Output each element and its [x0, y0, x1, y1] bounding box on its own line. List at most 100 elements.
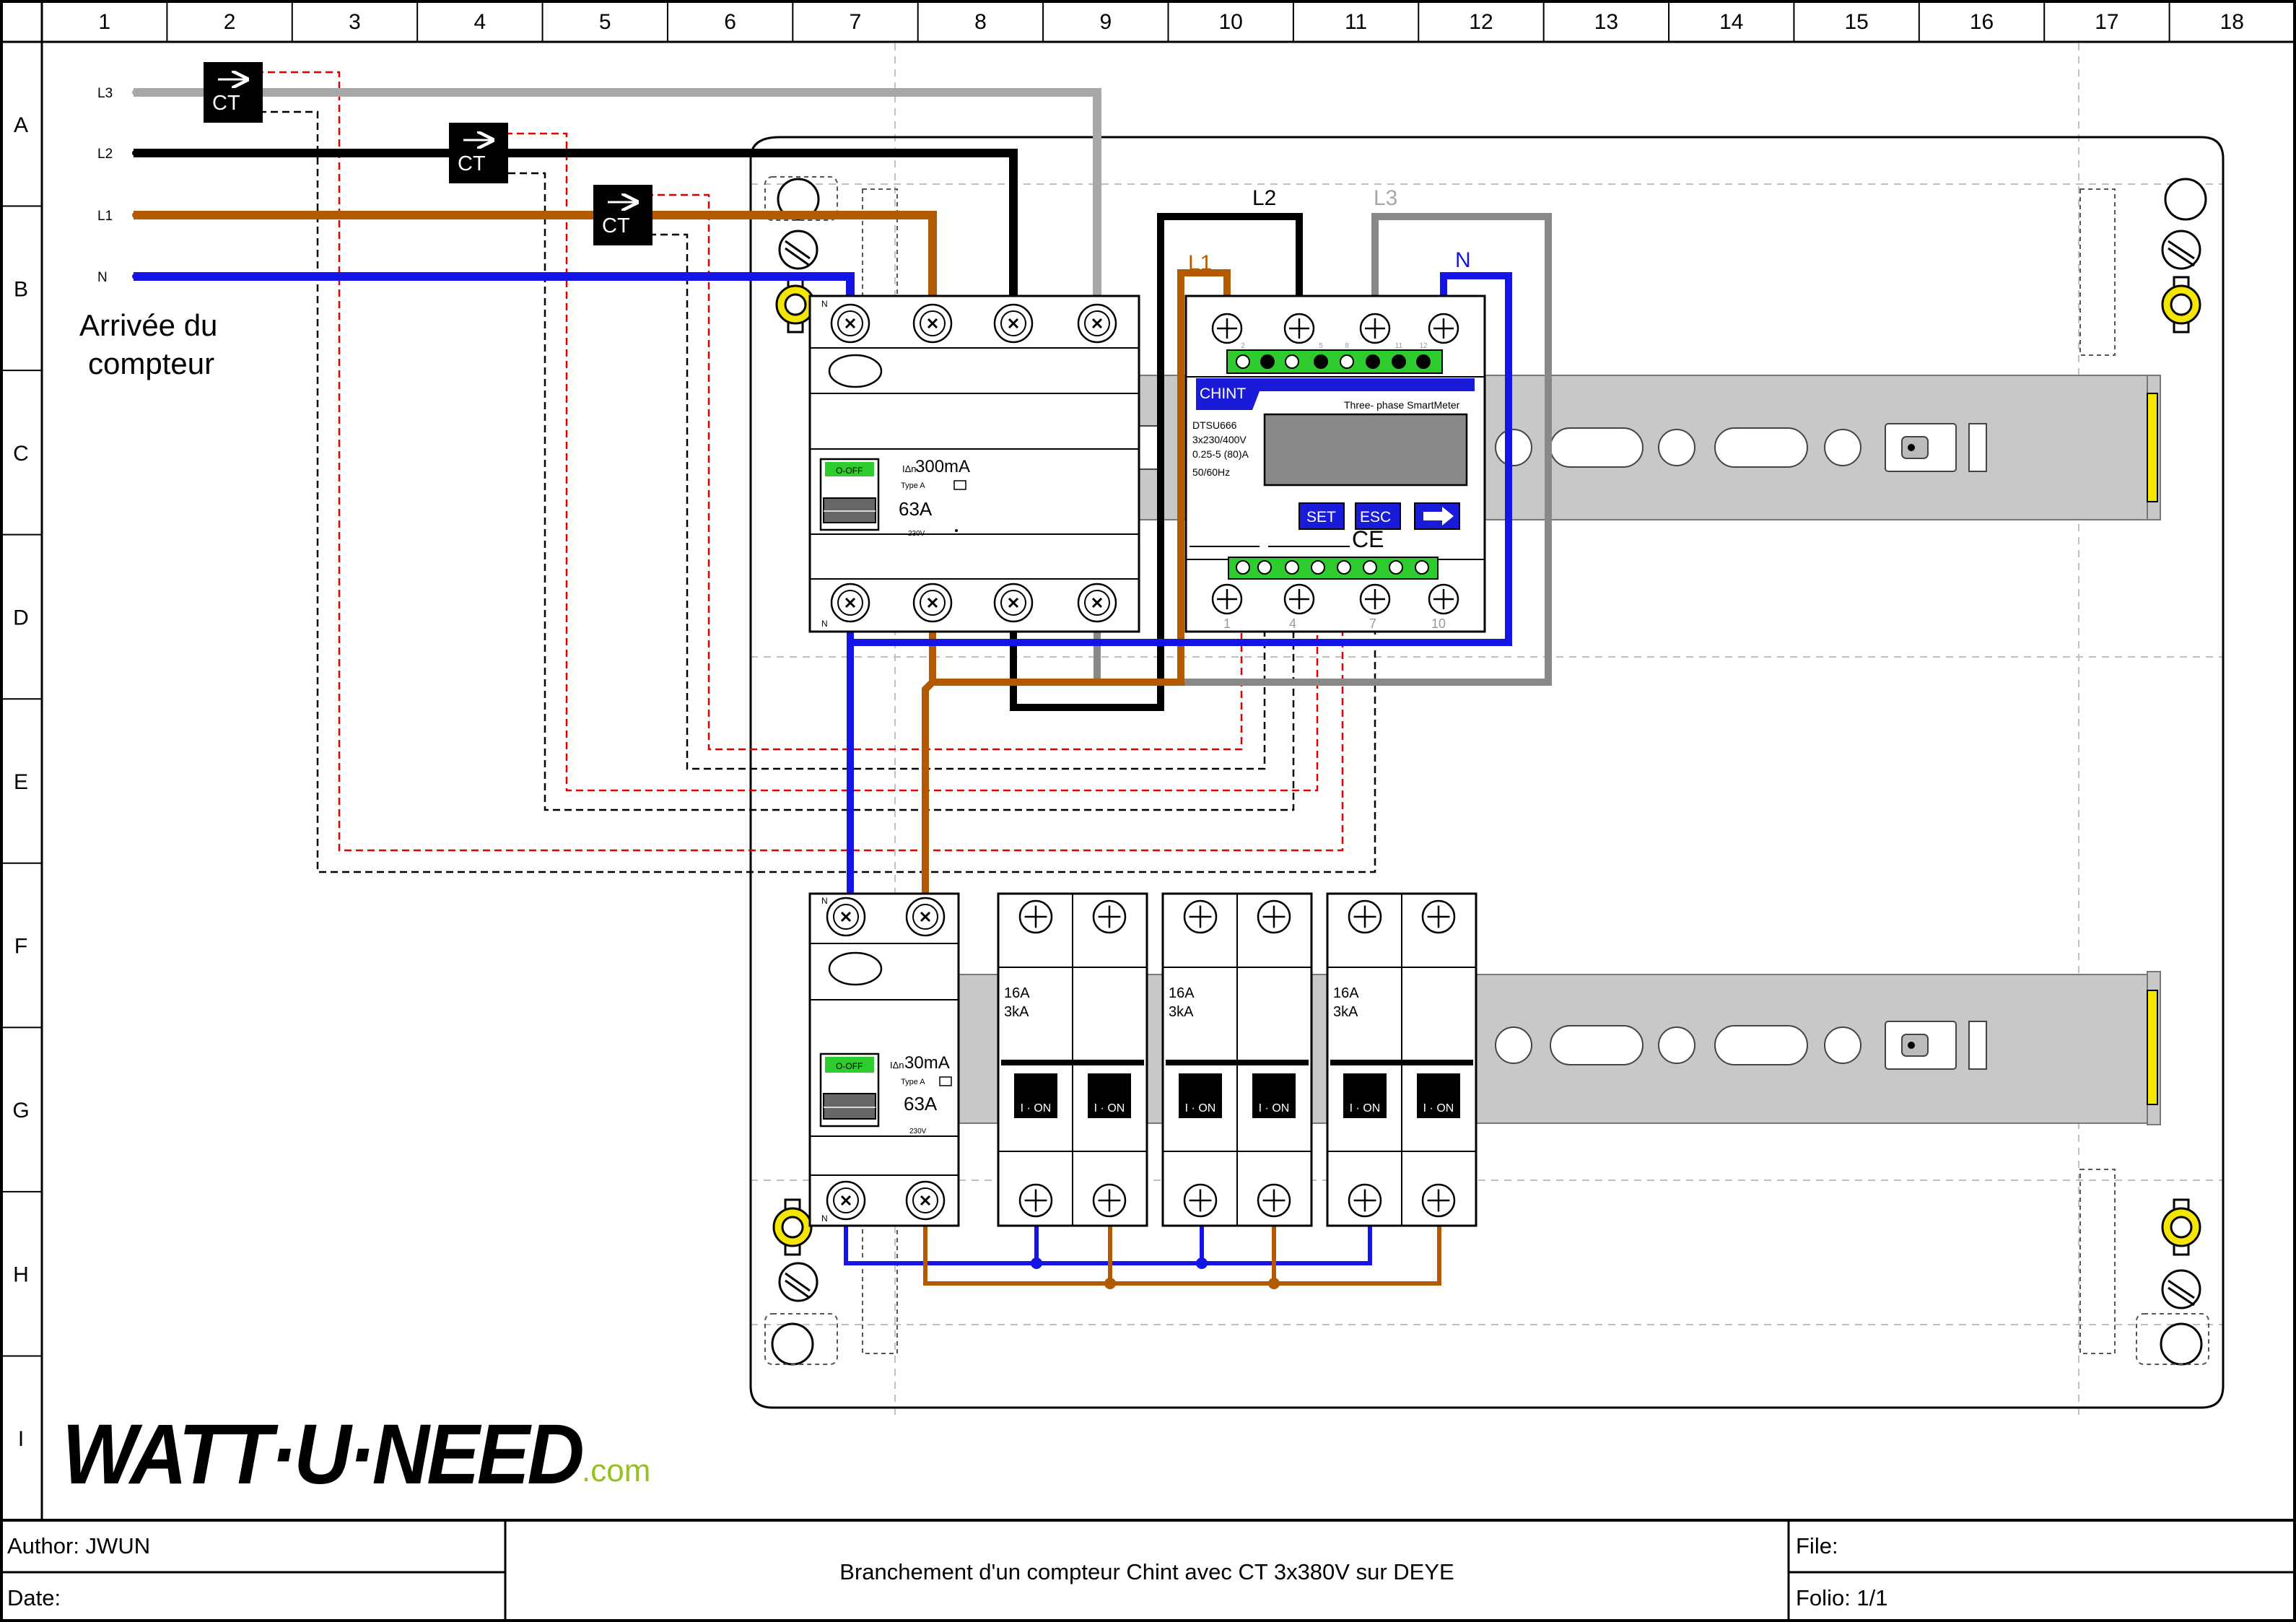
row-label: G [12, 1099, 29, 1122]
svg-text:4: 4 [1289, 616, 1296, 631]
column-label: 16 [1970, 10, 1994, 34]
row-label: C [13, 442, 29, 466]
title-block-author: Author: JWUN [7, 1533, 151, 1558]
svg-text:7: 7 [1369, 616, 1376, 631]
breaker-lever [1179, 1073, 1222, 1118]
svg-text:3x230/400V: 3x230/400V [1192, 434, 1247, 445]
ct-label: CT [212, 92, 240, 115]
column-label: 6 [724, 10, 736, 34]
column-label: 11 [1345, 10, 1367, 34]
ct-terminal-icon [1285, 560, 1299, 575]
breaker-lever [1417, 1073, 1460, 1118]
line-label-l1: L1 [97, 209, 113, 224]
ct-terminal-icon [1389, 560, 1403, 575]
svg-text:N: N [821, 896, 828, 906]
breaker-rating: 16A [1333, 985, 1359, 1001]
screw-terminal-icon [1183, 899, 1218, 934]
screw-terminal-icon [1211, 313, 1243, 344]
meter-label-l2: L2 [1252, 186, 1276, 210]
main-rcd-rating: 63A [899, 498, 933, 520]
watt-u-need-logo: WATT·U·NEED .com [62, 1407, 650, 1502]
meter-small-number: 11 [1395, 342, 1403, 350]
logo-text: WATT·U·NEED [62, 1407, 582, 1502]
meter-model: DTSU666 [1192, 419, 1237, 431]
breaker-lever-label: I · ON [1259, 1102, 1290, 1115]
svg-text:Type A: Type A [901, 1078, 925, 1086]
line-label-n: N [97, 270, 108, 285]
breaker-lever [1014, 1073, 1057, 1118]
screw-terminal-icon [1428, 583, 1459, 615]
line-label-l2: L2 [97, 147, 113, 162]
screw-terminal-icon [1092, 1183, 1127, 1218]
incoming-label: Arrivée du [79, 308, 217, 342]
breaker-lever-label: I · ON [1350, 1102, 1381, 1115]
breaker-lever-label: I · ON [1094, 1102, 1125, 1115]
meter-subtitle: Three- phase SmartMeter [1344, 399, 1460, 411]
chint-meter: CHINT Three- phase SmartMeter DTSU666 3x… [1184, 186, 1486, 633]
meter-small-number: 8 [1345, 342, 1349, 350]
screw-terminal-icon [1183, 1183, 1218, 1218]
meter-label-l1: L1 [1188, 251, 1212, 275]
ct-label: CT [458, 152, 486, 175]
meter-label-l3: L3 [1374, 186, 1397, 210]
svg-text:IΔn: IΔn [902, 463, 917, 474]
screw-terminal-icon [1077, 583, 1117, 623]
meter-brand: CHINT [1200, 385, 1246, 402]
svg-text:N: N [821, 1213, 828, 1224]
column-label: 12 [1469, 10, 1493, 34]
ct-clamp-l3: CT [204, 62, 263, 123]
svg-text:ESC: ESC [1360, 509, 1391, 526]
row-label: H [13, 1263, 29, 1287]
gland-nut-icons [772, 276, 2201, 1256]
screw-terminal-icon [912, 583, 953, 623]
logo-suffix: .com [582, 1453, 650, 1488]
junction-dots [1031, 1257, 1280, 1289]
column-label: 4 [474, 10, 486, 34]
breaker-lever-label: I · ON [1185, 1102, 1216, 1115]
enclosure-fixtures [771, 178, 2207, 1366]
screw-terminal-icon [1018, 899, 1053, 934]
row-label: D [13, 606, 29, 629]
column-label: 2 [224, 10, 236, 34]
screw-terminal-icon [1359, 313, 1391, 344]
ct-signal-wires [213, 71, 1376, 873]
screw-terminal-icon [826, 897, 866, 937]
column-label: 8 [974, 10, 987, 34]
screw-terminal-icon [826, 1180, 866, 1221]
row-label: F [14, 935, 27, 959]
breaker-breaking-capacity: 3kA [1333, 1004, 1358, 1020]
comm-terminal-icon [1416, 354, 1431, 369]
arrow-right-icon [1423, 507, 1454, 526]
screw-terminal-icon [1348, 899, 1382, 934]
main-rcd-sensitivity: 300mA [915, 457, 970, 476]
meter-small-number: 2 [1241, 342, 1245, 350]
screw-terminal-icon [1421, 1183, 1456, 1218]
column-label: 1 [98, 10, 110, 34]
breaker-rating: 16A [1004, 985, 1030, 1001]
screw-terminal-icon [993, 583, 1034, 623]
comm-terminal-icon [1392, 354, 1406, 369]
column-label: 17 [2095, 10, 2118, 34]
breaker-breaking-capacity: 3kA [1004, 1004, 1029, 1020]
breaker-breaking-capacity: 3kA [1169, 1004, 1194, 1020]
screw-terminal-icon [1211, 583, 1243, 615]
column-label: 3 [349, 10, 361, 34]
sub-rcd-toggle: O-OFF [836, 1061, 863, 1071]
sub-rcd-rating: 63A [904, 1093, 938, 1115]
meter-display [1263, 413, 1468, 487]
screw-terminal-icon [905, 897, 946, 937]
title-block-date: Date: [7, 1585, 61, 1610]
svg-text:230V: 230V [909, 1128, 927, 1135]
row-label: B [14, 277, 28, 301]
breaker-lever [1252, 1073, 1296, 1118]
incoming-lines: L3 L2 L1 N Arrivée du compteur [79, 86, 217, 380]
screw-terminal-icon [1348, 1183, 1382, 1218]
main-rcd-toggle: O-OFF [836, 466, 863, 476]
comm-terminal-icon [1260, 354, 1275, 369]
svg-text:N: N [821, 619, 828, 629]
ct-clamps: CT CT CT [204, 62, 652, 245]
